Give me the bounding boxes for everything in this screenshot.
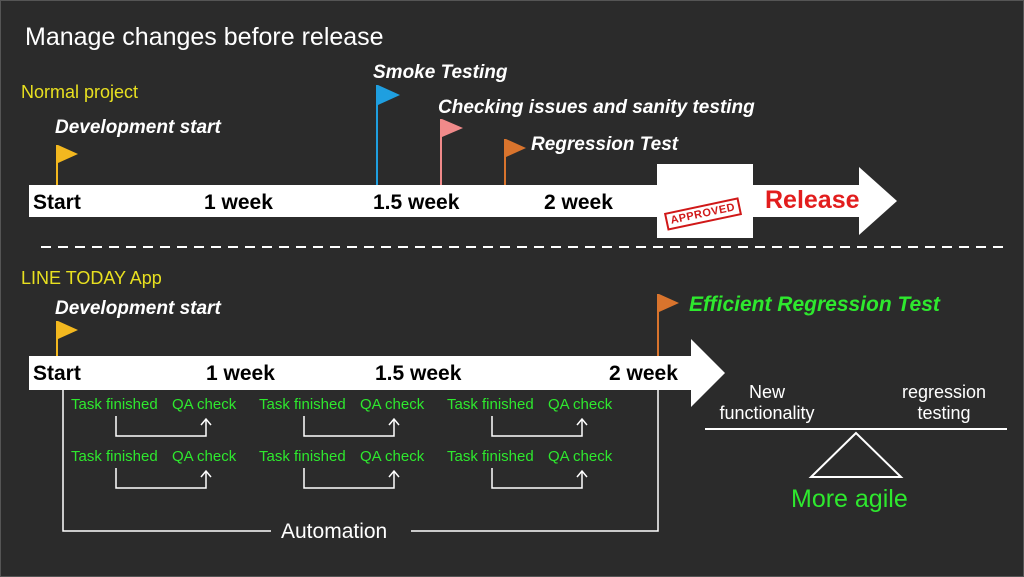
normal-timeline-arrow: [29, 167, 897, 235]
approved-stamp-text: APPROVED: [663, 197, 742, 231]
line-timeline-1-5-week: 1.5 week: [375, 362, 462, 385]
balance-left-label: New functionality: [719, 382, 815, 423]
flag-regression-test: [504, 139, 526, 185]
flag-efficient-regression: [657, 294, 679, 356]
milestone-checking-issues: Checking issues and sanity testing: [438, 97, 755, 118]
normal-timeline-1-5-week: 1.5 week: [373, 191, 460, 214]
task-finished-label: Task finished: [71, 396, 158, 413]
qa-check-label: QA check: [548, 396, 613, 413]
page-title: Manage changes before release: [25, 23, 384, 51]
approved-stamp: APPROVED: [657, 164, 753, 238]
more-agile-label: More agile: [791, 485, 908, 513]
milestone-smoke-testing: Smoke Testing: [373, 62, 508, 83]
line-timeline-2-week: 2 week: [609, 362, 678, 385]
normal-timeline-start: Start: [33, 191, 81, 214]
normal-timeline-1-week: 1 week: [204, 191, 273, 214]
automation-label: Automation: [281, 520, 388, 543]
flag-development-start: [56, 145, 78, 185]
flag-line-development-start: [56, 321, 78, 356]
task-finished-label: Task finished: [259, 448, 346, 465]
line-timeline-arrow: [29, 339, 725, 407]
efficient-regression-label: Efficient Regression Test: [689, 293, 940, 316]
normal-project-label: Normal project: [21, 82, 139, 102]
line-timeline-start: Start: [33, 362, 81, 385]
task-finished-label: Task finished: [259, 396, 346, 413]
line-milestone-development-start: Development start: [55, 298, 221, 319]
task-finished-label: Task finished: [71, 448, 158, 465]
task-connectors: [115, 416, 588, 489]
flag-smoke-testing: [376, 85, 400, 185]
qa-check-label: QA check: [172, 396, 237, 413]
balance-right-label: regression testing: [901, 382, 987, 423]
automation-bracket: [62, 390, 659, 532]
task-finished-label: Task finished: [447, 448, 534, 465]
task-finished-label: Task finished: [447, 396, 534, 413]
qa-check-label: QA check: [360, 396, 425, 413]
qa-check-label: QA check: [172, 448, 237, 465]
line-today-label: LINE TODAY App: [21, 268, 162, 288]
balance-fulcrum: [808, 431, 904, 478]
milestone-development-start: Development start: [55, 117, 221, 138]
milestone-regression-test: Regression Test: [531, 134, 679, 155]
line-timeline-1-week: 1 week: [206, 362, 275, 385]
qa-check-label: QA check: [360, 448, 425, 465]
qa-check-label: QA check: [548, 448, 613, 465]
normal-timeline-2-week: 2 week: [544, 191, 613, 214]
flag-checking-issues: [440, 119, 463, 185]
release-label: Release: [765, 186, 860, 214]
